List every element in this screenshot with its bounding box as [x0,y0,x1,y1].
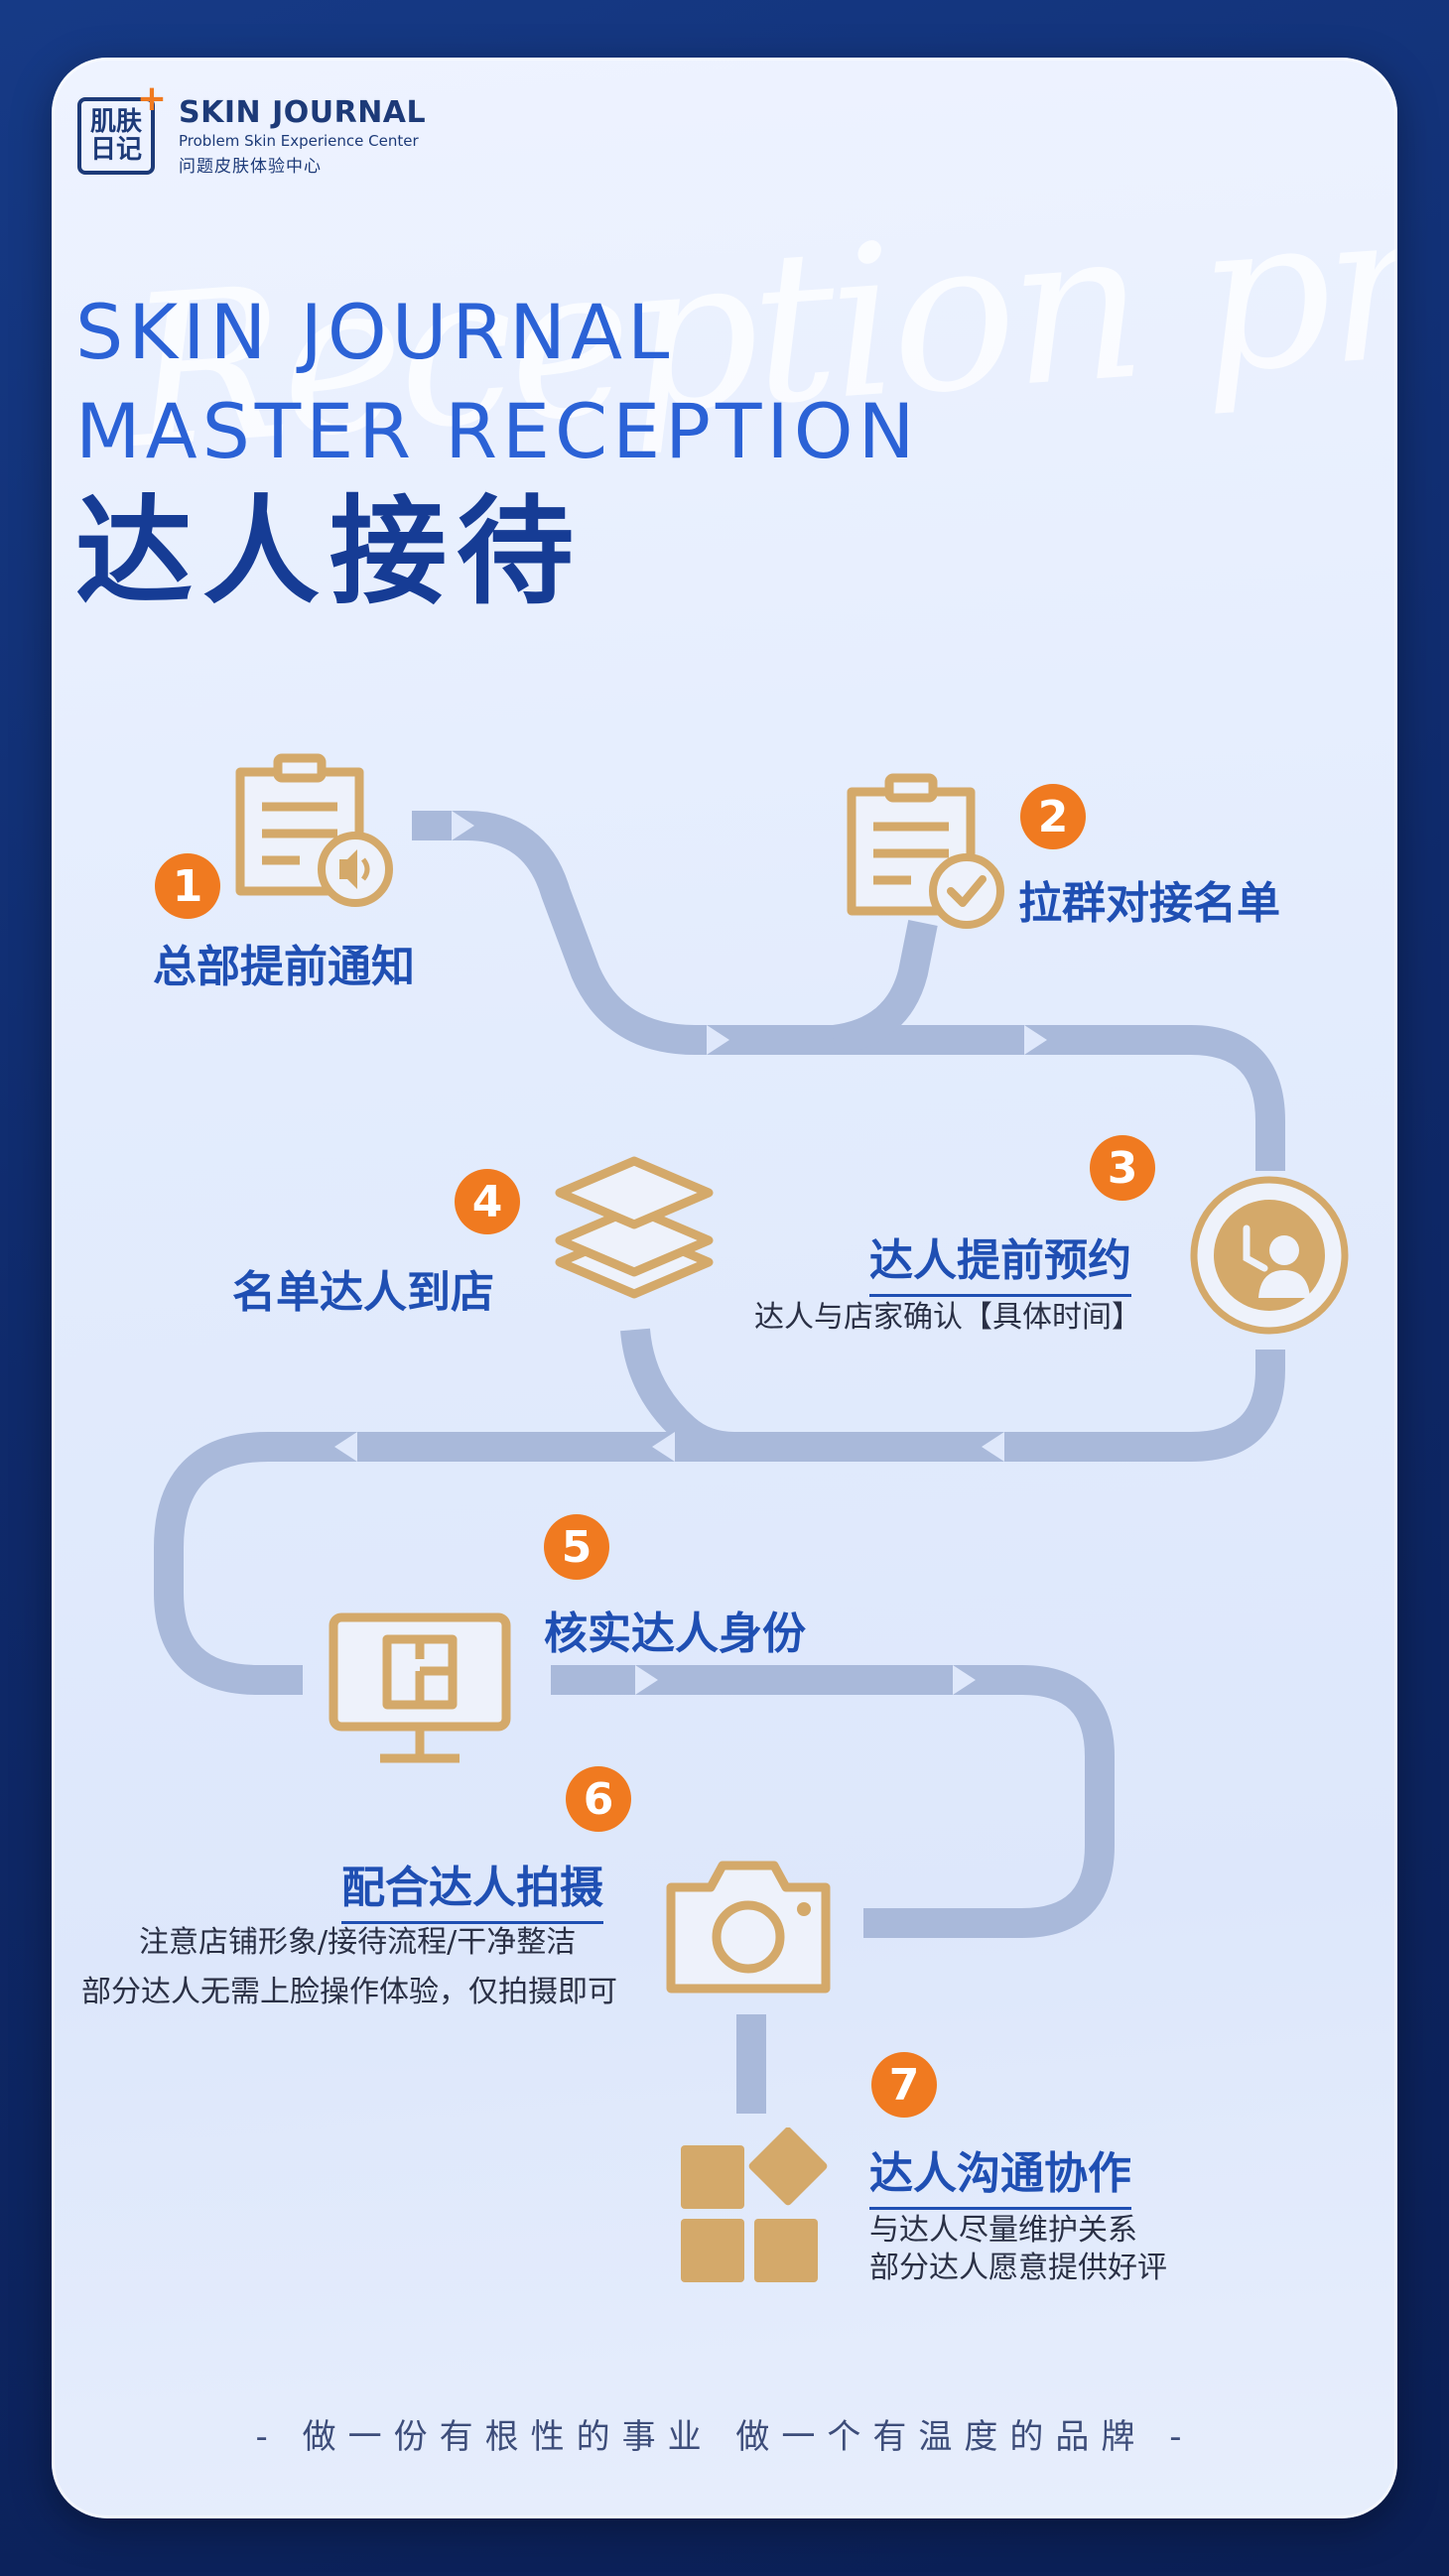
brand-cn-name: 问题皮肤体验中心 [179,157,322,177]
header-line-1: SKIN JOURNAL [75,288,675,376]
brand-name: SKIN JOURNAL [179,95,427,130]
camera-icon [666,1861,831,1994]
monitor-icon [329,1612,511,1763]
step-3-badge: 3 [1090,1135,1155,1201]
page-title: 达人接待 [75,483,585,620]
step-2-badge: 2 [1020,784,1086,849]
logo-cn-bottom: 日记 [89,135,142,165]
brand-logo: 肌肤 日记 + SKIN JOURNAL Problem Skin Experi… [77,81,426,177]
step-1-title: 总部提前通知 [153,942,415,992]
track-arrow [652,1432,675,1462]
step-6-desc-1: 注意店铺形象/接待流程/干净整洁 [139,1925,577,1960]
track-segment-1 [412,811,1285,1171]
step-7-badge: 7 [871,2052,937,2118]
step-7-title: 达人沟通协作 [869,2137,1131,2210]
track-arrow [707,1025,729,1055]
track-arrow [334,1432,357,1462]
track-branch-4 [620,1328,735,1462]
track-segment-3 [154,1350,1285,1695]
step-4-badge: 4 [455,1169,520,1234]
clock-person-icon [1190,1176,1349,1335]
track-arrow [953,1665,976,1695]
step-1-badge: 1 [155,853,220,919]
track-branch-2 [831,920,938,1055]
footer-slogan: - 做一份有根性的事业 做一个有温度的品牌 - [255,2417,1194,2457]
track-segment-5 [551,1665,1115,1938]
step-6-badge: 6 [566,1766,631,1832]
brand-subtitle: Problem Skin Experience Center [179,132,419,150]
step-7-desc-2: 部分达人愿意提供好评 [869,2251,1167,2285]
step-3-title: 达人提前预约 [869,1224,1131,1297]
header-line-2: MASTER RECEPTION [75,387,920,475]
poster-card: Reception process [52,58,1397,2518]
step-6-desc-2: 部分达人无需上脸操作体验，仅拍摄即可 [81,1975,617,2009]
step-5-title: 核实达人身份 [544,1609,806,1659]
track-arrow [982,1432,1004,1462]
track-arrow [635,1665,658,1695]
document-speaker-icon [235,753,393,907]
step-2-title: 拉群对接名单 [1018,878,1280,929]
step-4-title: 名单达人到店 [232,1267,494,1318]
track-arrow [452,811,474,840]
step-7-desc-1: 与达人尽量维护关系 [869,2213,1137,2248]
track-arrow [1024,1025,1047,1055]
logo-text: SKIN JOURNAL Problem Skin Experience Cen… [179,95,426,177]
document-check-icon [847,773,1004,929]
step-3-desc: 达人与店家确认【具体时间】 [754,1300,1141,1335]
logo-cn-top: 肌肤 [89,107,142,137]
step-6-title: 配合达人拍摄 [341,1852,603,1924]
apps-grid-icon [681,2127,828,2282]
step-5-badge: 5 [544,1514,609,1580]
layers-icon [555,1156,714,1299]
logo-mark: 肌肤 日记 + [77,81,167,175]
plus-icon: + [136,78,167,119]
